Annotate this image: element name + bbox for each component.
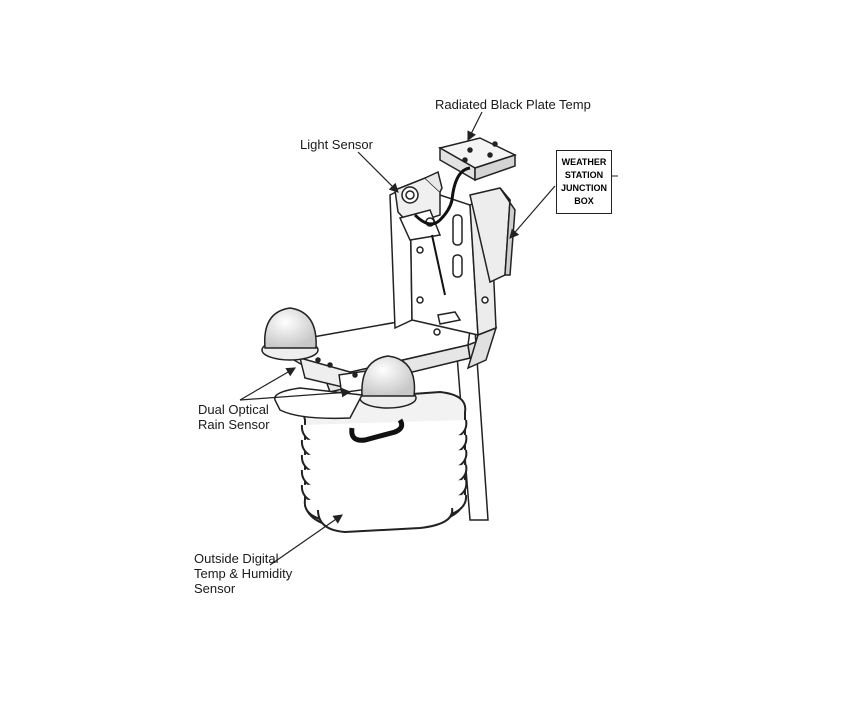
- label-temp-humidity: Outside Digital Temp & Humidity Sensor: [194, 551, 292, 596]
- junction-line2: STATION: [564, 170, 604, 180]
- junction-line3: JUNCTION: [560, 183, 607, 193]
- label-temp-line3: Sensor: [194, 581, 236, 596]
- label-temp-line1: Outside Digital: [194, 551, 279, 566]
- leader-lines: [239, 111, 556, 566]
- junction-line1: WEATHER: [561, 157, 607, 167]
- signal-cable: [431, 234, 446, 296]
- label-rain-line2: Rain Sensor: [198, 417, 270, 432]
- arrow-light-sensor: [357, 151, 399, 193]
- radiation-shield: [300, 390, 468, 534]
- label-black-plate-temp: Radiated Black Plate Temp: [435, 97, 591, 112]
- light-sensor-cable: [413, 166, 471, 226]
- label-rain-line1: Dual Optical: [198, 402, 269, 417]
- rain-sensor-domes: [261, 307, 417, 409]
- arrow-junction-box: [509, 185, 556, 239]
- arrow-temp-sensor: [269, 514, 343, 566]
- black-plate-sensor: [438, 137, 518, 182]
- label-light-sensor: Light Sensor: [300, 137, 373, 152]
- junction-box-housing: [469, 187, 516, 284]
- arrow-black-plate: [467, 111, 483, 142]
- arrow-rain-sensor-2: [239, 387, 352, 401]
- rain-sensor-cable: [349, 418, 405, 443]
- arrow-rain-sensor-1: [239, 367, 297, 401]
- label-temp-line2: Temp & Humidity: [194, 566, 293, 581]
- junction-line4: BOX: [574, 196, 594, 206]
- vertical-bracket: [389, 183, 498, 370]
- junction-box-label: WEATHER STATION JUNCTION BOX: [556, 150, 612, 214]
- label-rain-sensor: Dual Optical Rain Sensor: [198, 402, 270, 432]
- light-sensor: [394, 170, 443, 241]
